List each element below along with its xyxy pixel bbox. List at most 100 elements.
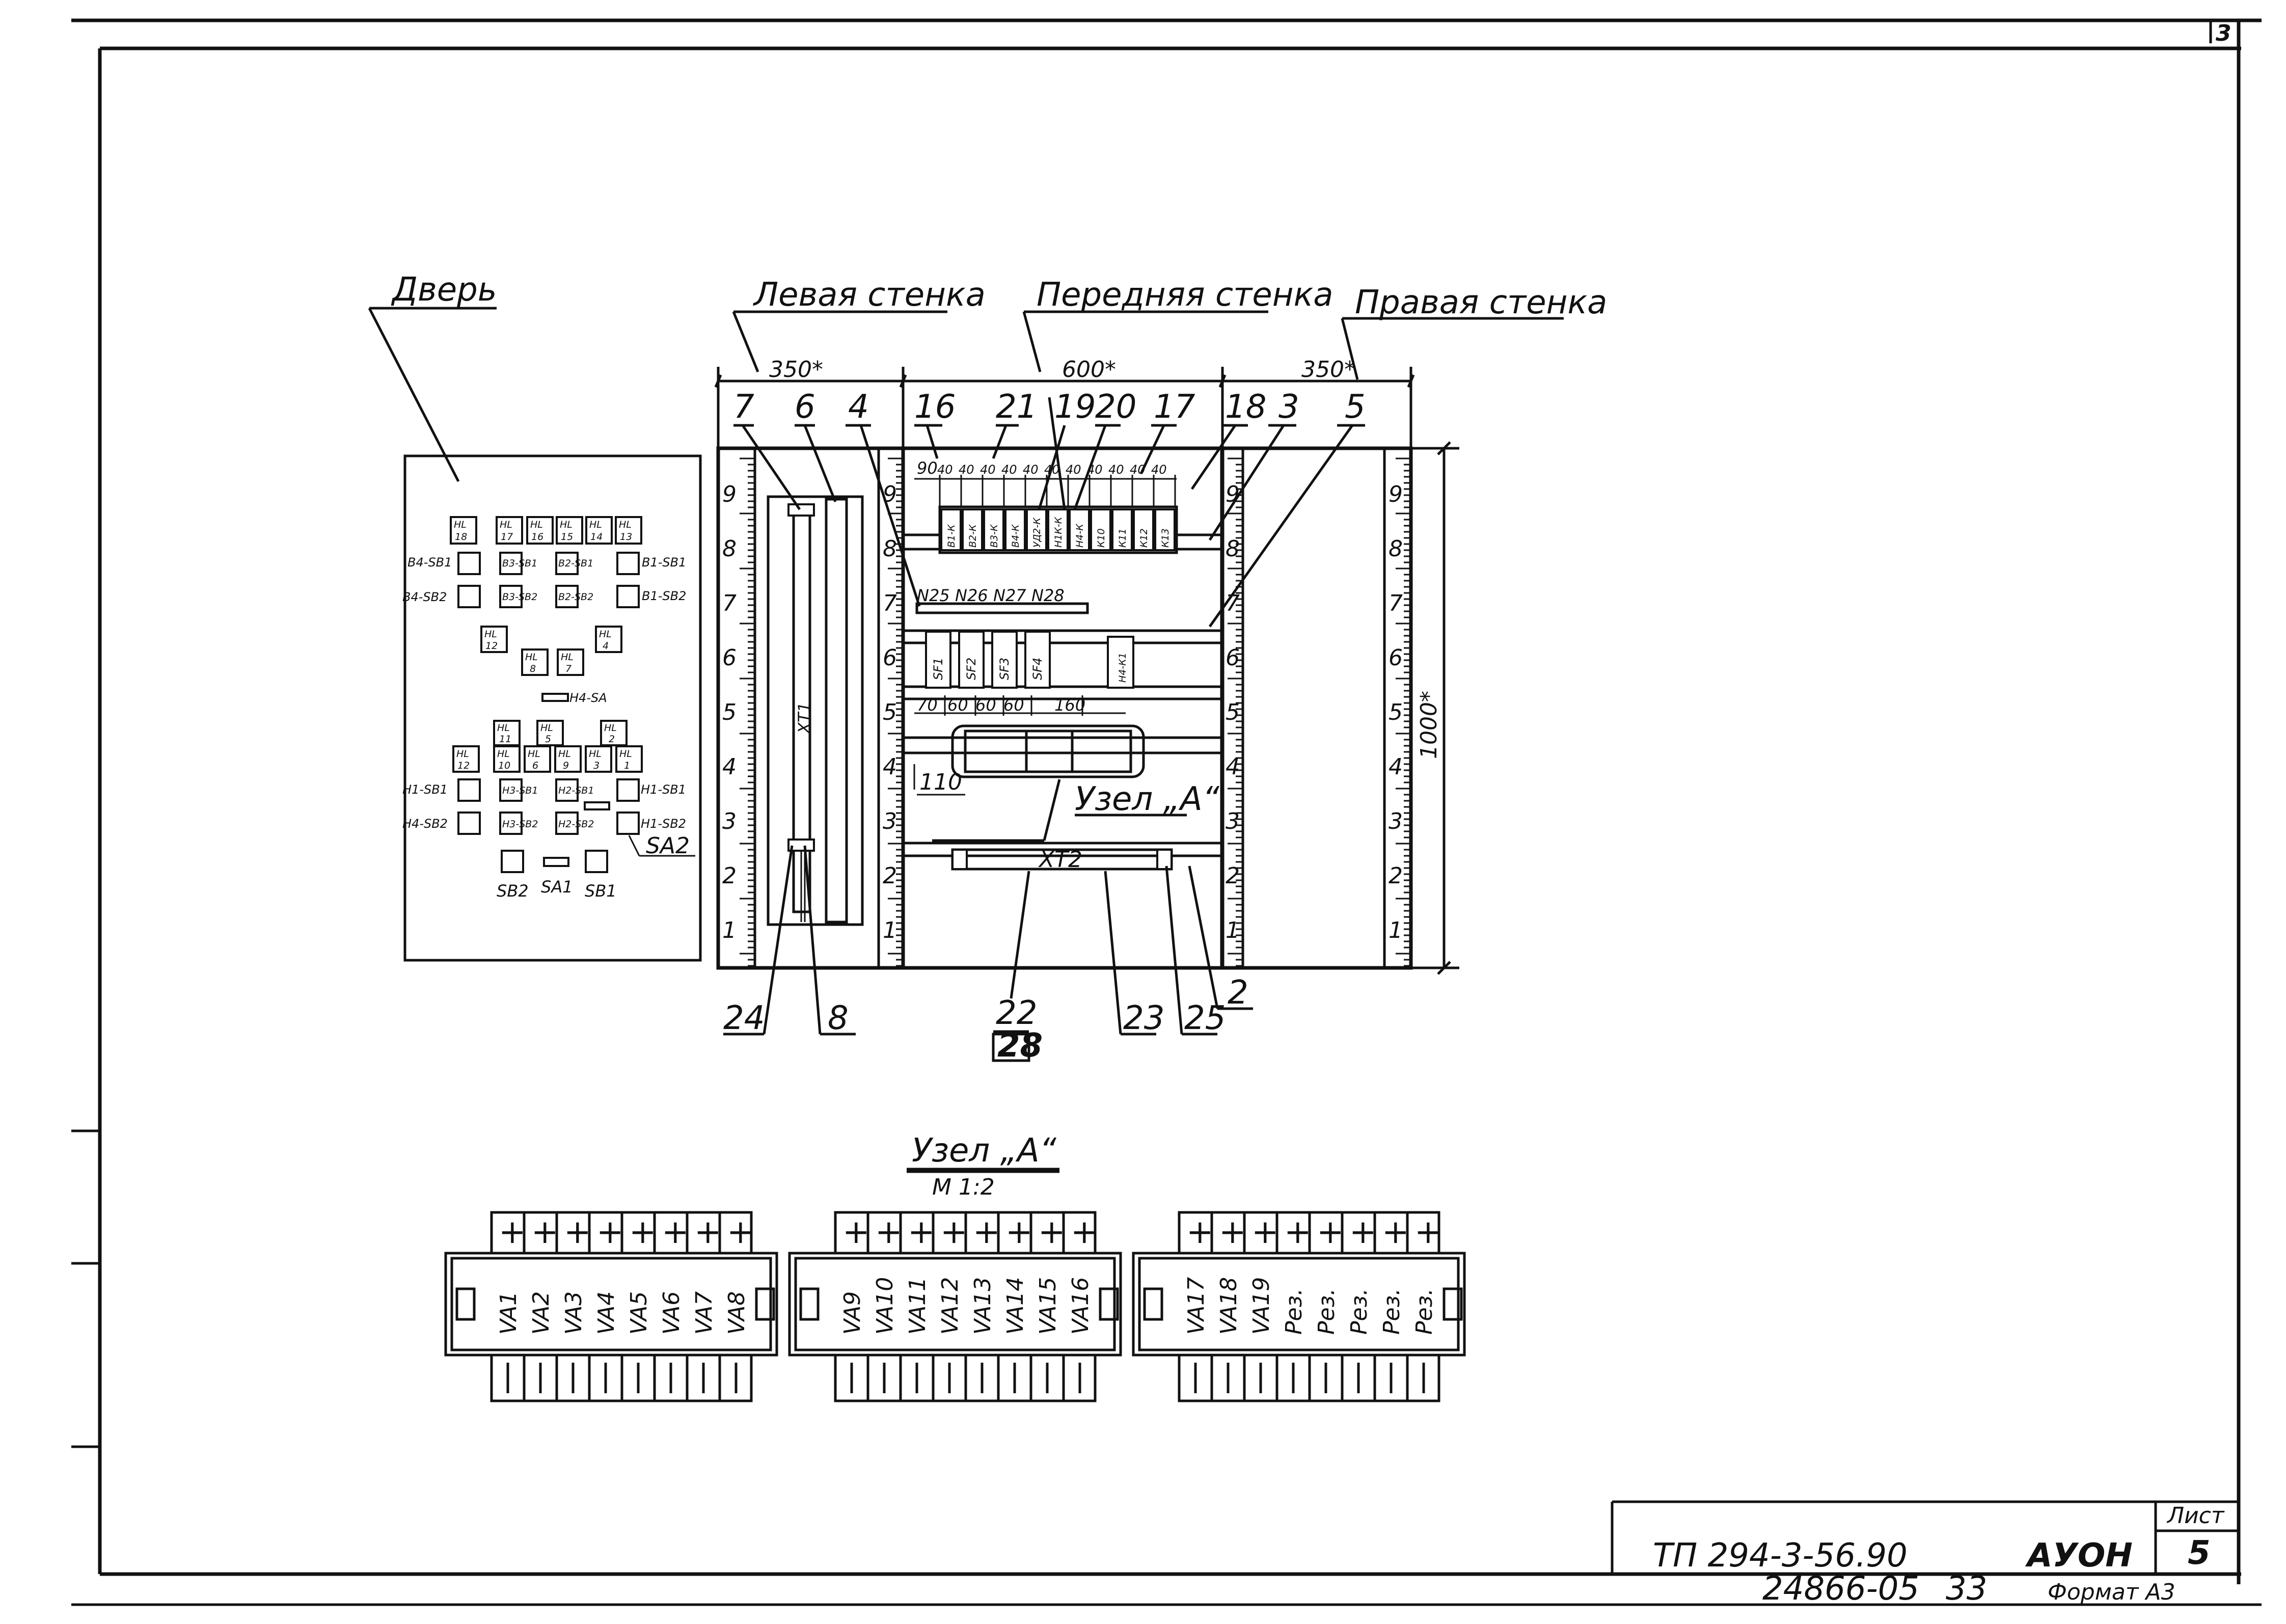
svg-text:HL: HL (619, 748, 632, 760)
scale-number: 4 (722, 754, 737, 780)
svg-text:HL: HL (599, 629, 612, 640)
plus-terminal: + (564, 1213, 591, 1251)
scale-number: 5 (883, 699, 897, 725)
callout-23: 23 (1123, 999, 1164, 1037)
breaker-va-label: VA19 (1248, 1277, 1274, 1335)
wire-label: N25 (917, 586, 950, 605)
relay-module (1111, 508, 1133, 551)
door-panel: Дверь HL 18 HL 17 HL 16 HL 15 HL 14 HL 1… (368, 271, 702, 962)
scale-number: 6 (883, 645, 897, 671)
scale-number: 6 (1389, 645, 1403, 671)
title-copy-no: 33 (1946, 1570, 1987, 1608)
svg-text:HL: HL (497, 748, 510, 760)
callout-3: 3 (1278, 388, 1299, 426)
dim-right: 350* (1301, 357, 1355, 383)
scale-number: 6 (1226, 645, 1240, 671)
wire-label: N28 (1031, 586, 1065, 605)
door-row2-left: В4-SB1 (407, 555, 452, 570)
callout-16: 16 (914, 388, 956, 426)
relay-label: УД2-К (1031, 517, 1043, 548)
mid-dim-label: 60 (947, 695, 968, 715)
scale-number: 3 (883, 808, 897, 834)
callout-25: 25 (1184, 999, 1226, 1037)
scale-number: 8 (1226, 536, 1240, 562)
callout-18: 18 (1225, 388, 1266, 426)
node-a-group: +VA1+VA2+VA3+VA4+VA5+VA6+VA7+VA8 (444, 1211, 778, 1402)
dim-left: 350* (769, 357, 823, 383)
scale-number: 3 (1389, 808, 1403, 834)
terminal-xt1: ХТ1 (795, 702, 814, 735)
relay-label: Н4-К (1074, 523, 1085, 548)
scale-number: 2 (722, 863, 737, 889)
door-row3-right: В1-SB2 (642, 589, 686, 603)
top-dim-label: 40 (980, 463, 996, 477)
top-dim-label: 40 (1151, 463, 1167, 477)
svg-text:15: 15 (561, 531, 573, 543)
dim-height: 1000* (1416, 691, 1442, 759)
relay-label: В2-К (967, 524, 978, 548)
scale-number: 7 (722, 590, 737, 616)
svg-text:HL: HL (456, 748, 469, 760)
relay-module (1004, 508, 1026, 551)
svg-text:1: 1 (624, 760, 630, 771)
plus-terminal: + (1251, 1213, 1279, 1251)
relay-label: К12 (1138, 528, 1150, 548)
breaker-va-label: VA17 (1183, 1277, 1209, 1335)
breaker-va-label: VA6 (659, 1291, 685, 1335)
breaker-va-label: VA15 (1035, 1277, 1061, 1335)
scale-number: 8 (1389, 536, 1403, 562)
svg-text:HL: HL (589, 519, 602, 530)
wall-headers: Левая стенка Передняя стенка Правая стен… (732, 276, 1607, 380)
relay-label: К13 (1160, 528, 1171, 548)
svg-text:HL: HL (561, 652, 574, 663)
plus-terminal: + (1038, 1213, 1066, 1251)
svg-text:18: 18 (455, 531, 467, 543)
svg-text:12: 12 (457, 760, 470, 771)
callout-4: 4 (848, 388, 869, 426)
door-row9-right: Н1-SB2 (641, 817, 686, 831)
dim-front: 600* (1062, 357, 1116, 383)
callouts: 7 6 4 16 21 19 20 17 18 3 5 24 (723, 388, 1366, 1065)
callout-7: 7 (733, 388, 754, 426)
svg-text:HL: HL (530, 519, 543, 530)
title-format: Формат А3 (2048, 1579, 2175, 1605)
title-inventory: 24866-05 (1762, 1570, 1919, 1608)
breaker-va-label: Рез. (1346, 1288, 1372, 1335)
breaker-va-label: Рез. (1379, 1288, 1405, 1335)
breaker-va-label: VA12 (937, 1277, 963, 1335)
scale-number: 8 (883, 536, 897, 562)
svg-text:4: 4 (603, 640, 609, 652)
scale-number: 3 (722, 808, 737, 834)
mid-dim-label: 160 (1054, 695, 1085, 715)
scale-number: 2 (1389, 863, 1403, 889)
breaker (958, 631, 985, 689)
door-row2-mid1: В3-SB1 (502, 558, 537, 569)
door-row9-mid2: Н2-SB2 (558, 819, 594, 830)
breaker-va-label: VA10 (872, 1277, 898, 1335)
top-dim-label: 40 (959, 463, 974, 477)
door-sa2-label: SA2 (646, 833, 690, 859)
svg-text:2: 2 (609, 734, 615, 745)
plus-terminal: + (1414, 1213, 1442, 1251)
breaker-va-label: Рез. (1411, 1288, 1437, 1335)
mid-dim-label: 60 (1003, 695, 1024, 715)
scale-number: 4 (1226, 754, 1240, 780)
breaker-va-label: VA13 (970, 1277, 996, 1335)
mid-dim-label: 60 (975, 695, 996, 715)
relay-label: К11 (1117, 528, 1128, 548)
callout-22: 22 (996, 994, 1037, 1032)
breaker (1024, 631, 1051, 689)
plus-terminal: + (908, 1213, 935, 1251)
node-a-ref: Узел „А“ (1075, 780, 1220, 818)
svg-text:5: 5 (545, 734, 551, 745)
relay-label: К10 (1096, 528, 1107, 548)
breaker-va-label: VA7 (691, 1291, 717, 1335)
breaker-va-label: VA5 (626, 1291, 652, 1335)
relay-label: В4-К (1010, 524, 1021, 548)
svg-text:HL: HL (500, 519, 512, 530)
svg-text:9: 9 (563, 760, 569, 771)
breaker-va-label: VA4 (593, 1291, 619, 1335)
scale-number: 1 (1389, 917, 1403, 943)
svg-text:HL: HL (560, 519, 573, 530)
